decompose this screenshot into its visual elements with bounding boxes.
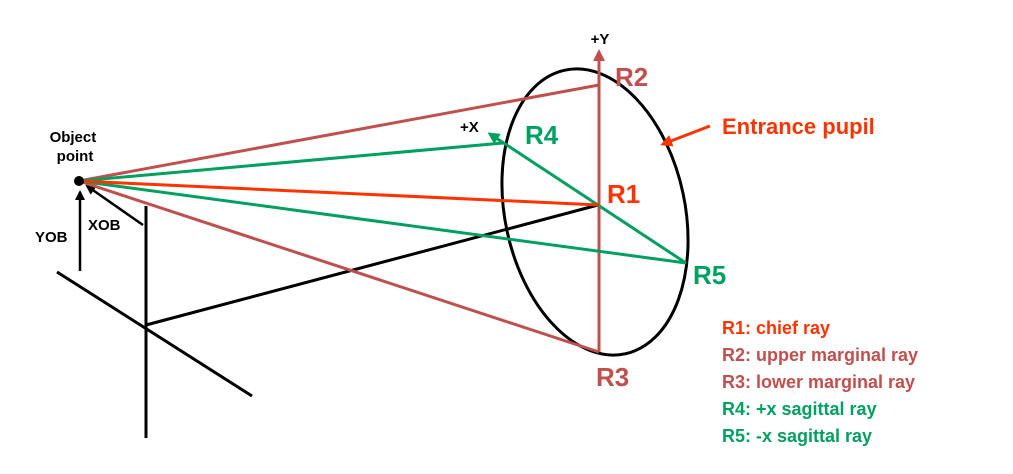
- entrance-pupil-pointer: [660, 124, 711, 147]
- entrance-pupil-ellipse: [500, 67, 690, 357]
- object-point-label: Object point: [50, 129, 101, 165]
- rays: [78, 83, 687, 354]
- r1-label: R1: [607, 179, 640, 209]
- xob-label: XOB: [88, 217, 121, 234]
- ray-r4: [78, 141, 504, 183]
- legend-item: R5: -x sagittal ray: [722, 426, 872, 446]
- plus-y-label: +Y: [591, 31, 610, 48]
- object-point-label-line1: Object: [50, 129, 97, 146]
- ray-r2: [78, 83, 600, 183]
- pupil-x-axis: [487, 132, 687, 265]
- r3-label: R3: [596, 362, 629, 392]
- ray-r3: [78, 179, 600, 354]
- legend-item: R1: chief ray: [722, 318, 830, 338]
- yob-label: YOB: [35, 229, 68, 246]
- r4-label: R4: [525, 120, 559, 150]
- r5-label: R5: [693, 260, 726, 290]
- ray-r5: [78, 179, 687, 265]
- legend-item: R4: +x sagittal ray: [722, 399, 877, 419]
- legend: R1: chief ray R2: upper marginal ray R3:…: [722, 318, 918, 446]
- xob-arrow: [85, 184, 144, 227]
- r2-label: R2: [615, 62, 648, 92]
- legend-item: R3: lower marginal ray: [722, 372, 915, 392]
- object-plane-axes: [56, 203, 599, 438]
- optical-axis-line: [145, 203, 599, 327]
- plus-x-label: +X: [460, 119, 479, 136]
- legend-item: R2: upper marginal ray: [722, 345, 918, 365]
- ray-r1: [78, 179, 600, 207]
- entrance-pupil-label: Entrance pupil: [722, 114, 875, 139]
- object-point-label-line2: point: [57, 148, 94, 165]
- object-horizontal-axis: [56, 270, 253, 398]
- object-point-dot: [74, 176, 84, 186]
